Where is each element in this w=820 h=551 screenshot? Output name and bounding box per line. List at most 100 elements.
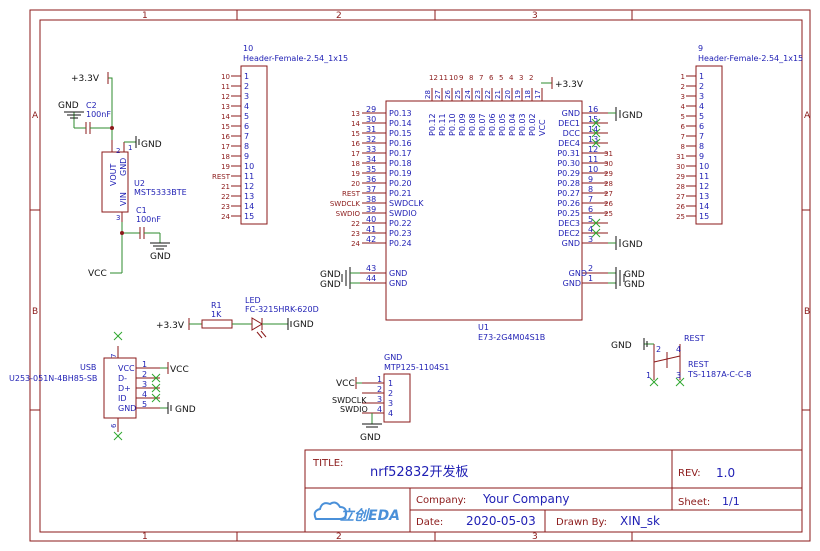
u1-right-net-9: 26 bbox=[604, 200, 613, 208]
u1-left-label-11: P0.22 bbox=[389, 219, 412, 228]
header-right-net-12: 28 bbox=[676, 183, 685, 191]
sw-gnd-net: GND bbox=[611, 341, 632, 351]
u1-left-label-13: P0.24 bbox=[389, 239, 412, 248]
u1-left-gnd-net-a: GND bbox=[320, 270, 341, 280]
u1-left-pin-41: 41 bbox=[366, 225, 376, 234]
u1-left-pin-39: 39 bbox=[366, 205, 376, 214]
title-label: TITLE: bbox=[312, 458, 343, 469]
module-u1[interactable]: U1 E73-2G4M04S1B +3.3V 43 44 GND GND GND… bbox=[320, 74, 645, 342]
usb-pin6: 6 bbox=[110, 423, 118, 428]
u1-top-label-6: P0.06 bbox=[488, 113, 497, 136]
prog-pin-3: 3 bbox=[377, 395, 382, 404]
usb-label-1: D- bbox=[118, 374, 127, 383]
led-circuit[interactable]: +3.3V R1 1K GND LED FC-3215HRK-620D bbox=[156, 296, 319, 339]
u2-pin3: 3 bbox=[116, 214, 120, 222]
prog-ref: GND bbox=[384, 353, 402, 362]
u1-left-pin-35: 35 bbox=[366, 165, 376, 174]
u1-right-pin-6: 6 bbox=[588, 205, 593, 214]
header-left-pin-1: 1 bbox=[244, 72, 249, 81]
usb-part: U253-051N-4BH85-SB bbox=[9, 374, 97, 383]
u1-left-net-4: 17 bbox=[351, 150, 360, 158]
header-left-net-7: 16 bbox=[221, 133, 230, 141]
header-right-pin-9: 9 bbox=[699, 152, 704, 161]
u1-right-gnd-net-b: GND bbox=[624, 280, 645, 290]
header-right-net-8: 8 bbox=[681, 143, 685, 151]
u1-top-net-2: 10 bbox=[449, 74, 458, 82]
header-right-pin-7: 7 bbox=[699, 132, 704, 141]
header-right-net-11: 29 bbox=[676, 173, 685, 181]
u1-top-label-7: P0.05 bbox=[498, 113, 507, 136]
header-left-net-5: 14 bbox=[221, 113, 230, 121]
header-right[interactable]: 9 Header-Female-2.54_1x15 11223344556677… bbox=[676, 44, 803, 225]
u1-right-label-7: P0.28 bbox=[557, 179, 580, 188]
u1-right-label-9: P0.26 bbox=[557, 199, 580, 208]
u1-right-pin-3: 3 bbox=[588, 235, 593, 244]
c2-ref: C2 bbox=[86, 101, 97, 110]
drawing-frame: 1 2 3 1 2 3 A B A B bbox=[29, 9, 811, 542]
u1-top-pin-23: 23 bbox=[474, 90, 482, 99]
u1-top-label-11: VCC bbox=[538, 119, 547, 136]
u1-top-label-10: P0.02 bbox=[528, 113, 537, 136]
u1-top-label-1: P0.11 bbox=[438, 113, 447, 136]
rev-value: 1.0 bbox=[716, 466, 735, 480]
prog-pin-label-1: 1 bbox=[388, 379, 393, 388]
usb-label-3: ID bbox=[118, 394, 127, 403]
prog-pin-label-3: 3 bbox=[388, 399, 393, 408]
header-left-net-14: 23 bbox=[221, 203, 230, 211]
c2-gnd-net: GND bbox=[58, 101, 79, 111]
u1-top-net-1: 11 bbox=[439, 74, 448, 82]
usb-pin-2: 2 bbox=[142, 370, 147, 379]
header-left-pin-9: 9 bbox=[244, 152, 249, 161]
u1-pin16-gnd-net: GND bbox=[622, 111, 643, 121]
header-left-pin-8: 8 bbox=[244, 142, 249, 151]
header-right-pin-6: 6 bbox=[699, 122, 704, 131]
header-right-net-5: 5 bbox=[681, 113, 685, 121]
u1-right-pin-8: 8 bbox=[588, 185, 593, 194]
header-left-pin-4: 4 bbox=[244, 102, 249, 111]
header-left[interactable]: 10 Header-Female-2.54_1x15 1102113124135… bbox=[212, 44, 348, 225]
sw-part: TS-1187A-C-C-B bbox=[687, 370, 752, 379]
drawn-label: Drawn By: bbox=[556, 517, 607, 528]
c1-gnd-net: GND bbox=[150, 252, 171, 262]
u1-left-pin-38: 38 bbox=[366, 195, 376, 204]
usb-pin-1: 1 bbox=[142, 360, 147, 369]
u1-no-connect-14 bbox=[591, 128, 601, 138]
u1-rgnd-label-2: GND bbox=[569, 269, 587, 278]
u2-wiring: +3.3V VCC C2 100nF GND GND C1 100nF GND bbox=[58, 72, 171, 279]
u1-top-pin-18: 18 bbox=[524, 90, 532, 99]
sw-pin3: 3 bbox=[676, 371, 681, 380]
header-right-net-4: 4 bbox=[681, 103, 686, 111]
header-left-net-13: 22 bbox=[221, 193, 230, 201]
u1-right-net-6: 29 bbox=[604, 170, 613, 178]
row-label-b: B bbox=[32, 307, 38, 317]
header-left-pin-15: 15 bbox=[244, 212, 254, 221]
u1-left-net-9: SWDCLK bbox=[330, 200, 361, 208]
u1-right-label-8: P0.27 bbox=[557, 189, 580, 198]
prog-vcc-net: VCC bbox=[336, 379, 355, 389]
reset-switch[interactable]: REST REST TS-1187A-C-C-B 2 4 1 3 GND bbox=[611, 334, 752, 387]
header-left-pin-12: 12 bbox=[244, 182, 254, 191]
u1-top-pin-27: 27 bbox=[434, 90, 442, 99]
header-left-net-2: 11 bbox=[221, 83, 230, 91]
usb-label-4: GND bbox=[118, 404, 136, 413]
u1-left-net-1: 14 bbox=[351, 120, 360, 128]
u1-top-label-4: P0.08 bbox=[468, 113, 477, 136]
u1-top-net-4: 8 bbox=[469, 74, 473, 82]
u1-top-pin-17: 17 bbox=[534, 90, 542, 99]
date-label: Date: bbox=[416, 517, 443, 528]
u1-left-pin-29: 29 bbox=[366, 105, 376, 114]
u1-top-pin-28: 28 bbox=[424, 90, 432, 99]
col-label-2-bottom: 2 bbox=[336, 532, 342, 542]
rev-label: REV: bbox=[678, 468, 701, 479]
header-right-net-10: 30 bbox=[676, 163, 685, 171]
header-left-net-11: REST bbox=[212, 173, 231, 181]
u1-gnd-pin43: 43 bbox=[366, 264, 376, 273]
r1-value: 1K bbox=[211, 310, 222, 319]
u1-gnd-label-43: GND bbox=[389, 269, 407, 278]
sw-pin1: 1 bbox=[646, 371, 651, 380]
header-right-pin-5: 5 bbox=[699, 112, 704, 121]
u1-v33-net: +3.3V bbox=[555, 80, 584, 90]
regulator-u2[interactable]: VOUT GND VIN U2 MST5333BTE 2 1 3 bbox=[101, 140, 187, 222]
